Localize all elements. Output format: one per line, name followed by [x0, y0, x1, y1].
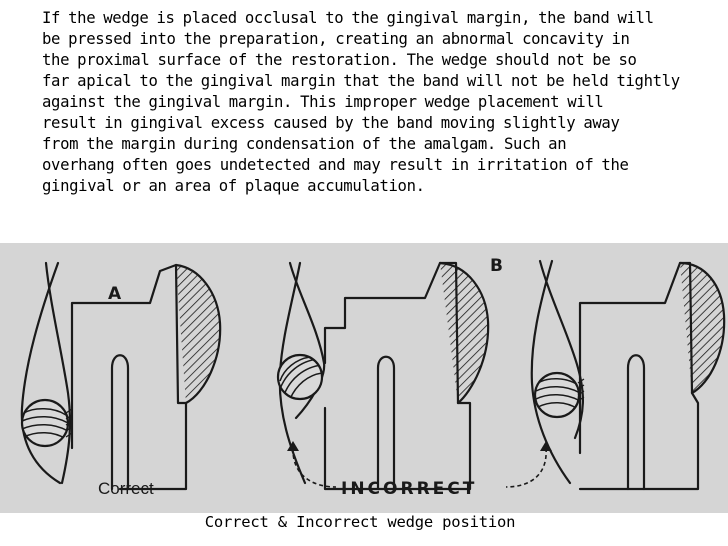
- wedge-illustration-svg: A: [0, 243, 728, 513]
- panel-incorrect-b: [530, 259, 726, 491]
- tooth-outline: [323, 261, 472, 491]
- paragraph-line: against the gingival margin. This improp…: [42, 93, 604, 111]
- wedge-incorrect-low: [533, 371, 585, 419]
- wedge-position-illustration: A: [0, 243, 728, 513]
- illustration-texture: [0, 243, 728, 513]
- root-canal: [626, 354, 646, 491]
- matrix-band: [174, 263, 222, 405]
- matrix-band: [678, 261, 726, 395]
- matrix-band: [438, 261, 490, 405]
- paragraph-line: from the margin during condensation of t…: [42, 135, 567, 153]
- description-paragraph: If the wedge is placed occlusal to the g…: [42, 8, 702, 197]
- figure-caption: Correct & Incorrect wedge position: [0, 513, 728, 531]
- wedge-correct: [20, 398, 73, 448]
- paragraph-line: be pressed into the preparation, creatin…: [42, 30, 630, 48]
- paragraph-line: If the wedge is placed occlusal to the g…: [42, 9, 654, 27]
- root-canal: [110, 354, 130, 491]
- band-line: [538, 259, 585, 440]
- wedge-incorrect-high: [276, 353, 324, 401]
- paragraph-line: overhang often goes undetected and may r…: [42, 156, 629, 174]
- arrowhead-left: [287, 441, 299, 451]
- label-b: B: [490, 256, 503, 276]
- label-incorrect: INCORRECT: [341, 479, 477, 499]
- caption-text: Correct & Incorrect wedge position: [204, 513, 516, 531]
- paragraph-line: the proximal surface of the restoration.…: [42, 51, 637, 69]
- label-a: A: [108, 284, 122, 304]
- paragraph-line: result in gingival excess caused by the …: [42, 114, 620, 132]
- illustration-background: [0, 243, 728, 513]
- band-line: [44, 261, 72, 485]
- paragraph-line: gingival or an area of plaque accumulati…: [42, 177, 425, 195]
- arrowhead-right: [540, 441, 552, 451]
- panel-correct-a: [20, 261, 222, 491]
- paragraph-line: far apical to the gingival margin that t…: [42, 72, 680, 90]
- label-correct: Correct: [98, 479, 154, 498]
- root-canal: [376, 355, 396, 491]
- incorrect-arrows: [292, 447, 547, 488]
- gingiva-line: [20, 261, 62, 485]
- tooth-outline: [578, 261, 700, 491]
- gingiva-line: [530, 259, 572, 485]
